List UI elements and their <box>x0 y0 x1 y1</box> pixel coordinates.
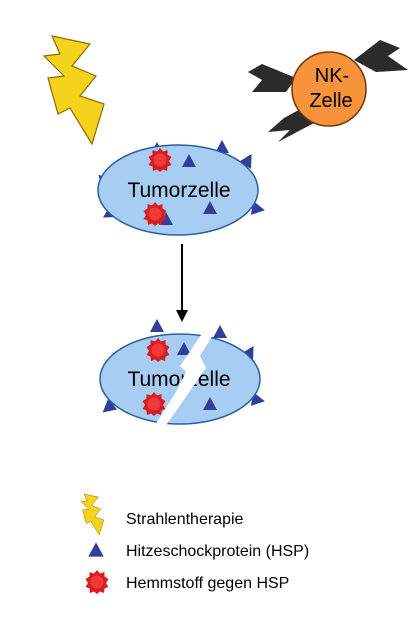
legend: Strahlentherapie Hitzeschockprotein (HSP… <box>80 493 309 594</box>
tumor-cell-before: Tumorzelle <box>93 140 267 236</box>
nk-receptor-top <box>354 40 408 72</box>
lightning-bolt-icon <box>43 35 105 145</box>
tumor-cell-body <box>97 144 259 236</box>
nk-cell-label-line2: Zelle <box>309 90 352 112</box>
arrow-down-icon <box>176 244 188 322</box>
tumor-cell-after: Tumorzelle <box>98 319 267 430</box>
nk-cell-label-line1: NK- <box>315 65 349 87</box>
legend-label-radiation: Strahlentherapie <box>126 511 244 528</box>
nk-receptor-left <box>248 64 296 92</box>
legend-label-inhibitor: Hemmstoff gegen HSP <box>126 575 289 592</box>
inhibitor-star-icon <box>85 570 109 594</box>
cell-rupture <box>152 320 222 430</box>
hsp-triangle-icon <box>88 542 104 557</box>
tumor-cell-body <box>99 333 261 425</box>
nk-cell-body <box>291 51 367 127</box>
lightning-bolt-icon <box>80 493 104 536</box>
nk-cell: NK- Zelle <box>248 40 408 142</box>
legend-label-hsp: Hitzeschockprotein (HSP) <box>126 543 309 560</box>
tumor-cell-label: Tumorzelle <box>127 368 230 391</box>
tumor-cell-label: Tumorzelle <box>127 179 230 202</box>
